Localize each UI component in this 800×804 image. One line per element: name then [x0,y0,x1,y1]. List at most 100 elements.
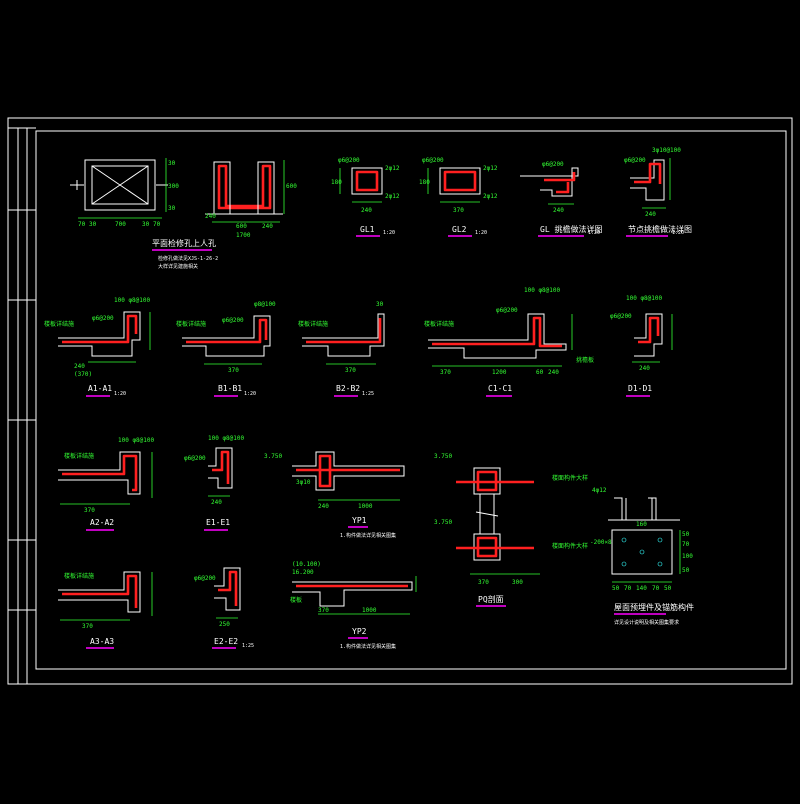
pit-dim-r1: 30 [168,160,176,167]
gl1-dim-side: 180 [331,179,342,186]
gl1-scale: 1:20 [383,230,395,236]
eave-top-detail: 240 φ6@200 3φ10@100 节点挑檐做法详图 1:20 [624,147,692,237]
kerb-dim-3: 240 [262,223,273,230]
yp1-dim-2: 1000 [358,503,373,510]
pit-dim-4: 30 [142,221,150,228]
section-e2-detail: 250 φ6@200 E2-E2 1:25 [194,567,254,649]
yp1-note: 1.构件做法详见相关图集 [340,532,396,539]
gl2-note-1: 2φ12 [483,165,498,172]
c1-note-2: φ6@200 [496,307,518,314]
gl1-note-2: 2φ12 [385,193,400,200]
gl2-label: GL2 [452,225,467,234]
pq-dim-2: 300 [512,579,523,586]
gl2-note-2: 2φ12 [483,193,498,200]
d1-dim: 240 [639,365,650,372]
yp1-dim-1: 240 [318,503,329,510]
c1-dim-4: 240 [548,369,559,376]
eave-top-label: 节点挑檐做法详图 [628,224,692,234]
a1-dim-2: (370) [74,371,92,378]
kerb-section-detail: 600 240 600 240 1700 [205,160,297,239]
yp1-label: YP1 [352,516,367,525]
pq-note-4: 3.750 [434,519,452,526]
gl-ledge-dim: 240 [553,207,564,214]
yp2-note-2: 16.200 [292,569,314,576]
pit-dim-r2: 300 [168,183,179,190]
yp2-dim-1: 370 [318,607,329,614]
embed-dim-b3: 140 [636,585,647,592]
a1-dim-1: 240 [74,363,85,370]
pit-note-2: 大样详见建施相关 [158,263,198,270]
c1-label: C1-C1 [488,384,512,393]
pit-title: 平面检修孔上人孔 [152,238,216,248]
section-b2-detail: 370 30 楼板详结施 B2-B2 1:25 [298,301,385,397]
b2-label: B2-B2 [336,384,360,393]
embed-dim-r3: 100 [682,553,693,560]
a1-note-3: 楼板详结施 [44,320,74,328]
gl2-scale: 1:20 [475,230,487,236]
a2-dim: 370 [84,507,95,514]
a3-note: 楼板详结施 [64,572,94,580]
gl2-note-3: φ6@200 [422,157,444,164]
section-b1-detail: 370 φ8@100 φ6@200 楼板详结施 B1-B1 1:20 [176,301,276,397]
gl-ledge-detail: 240 φ6@200 GL 挑檐做法详图 1:20 [520,161,602,237]
gl1-dim: 240 [361,207,372,214]
eave-top-note-1: φ6@200 [624,157,646,164]
yp2-note-1: (10.100) [292,561,321,568]
embed-dim-b4: 70 [652,585,660,592]
embed-dim-b1: 50 [612,585,620,592]
b1-label: B1-B1 [218,384,242,393]
kerb-dim-1: 240 [205,213,216,220]
b1-scale: 1:20 [244,391,256,397]
pq-note-2: 楼面构件大样 [552,542,588,550]
e2-scale: 1:25 [242,643,254,649]
gl2-beam-detail: 180 370 2φ12 2φ12 φ6@200 GL2 1:20 [419,157,498,237]
embed-note-1: 4φ12 [592,487,607,494]
pit-note-1: 检修孔做法见XJS-1-26-2 [158,255,218,262]
e1-dim: 240 [211,499,222,506]
b2-scale: 1:25 [362,391,374,397]
kerb-dim-right: 600 [286,183,297,190]
section-d1-detail: 240 100 φ8@100 φ6@200 D1-D1 [610,295,673,397]
section-a2-detail: 370 100 φ8@100 楼板详结施 A2-A2 [58,437,155,531]
gl-ledge-label: GL 挑檐做法详图 [540,224,602,234]
yp2-dim-2: 1000 [362,607,377,614]
a3-dim: 370 [82,623,93,630]
yp1-note-1: 3.750 [264,453,282,460]
b1-note-1: φ8@100 [254,301,276,308]
section-c1-detail: 370 1200 60 240 100 φ8@100 φ6@200 楼板详结施 … [424,287,594,397]
c1-dim-1: 370 [440,369,451,376]
embed-dim-b2: 70 [624,585,632,592]
c1-note-1: 100 φ8@100 [524,287,561,294]
a1-label: A1-A1 [88,384,112,393]
section-a3-detail: 370 楼板详结施 A3-A3 [58,571,153,649]
yp2-label: YP2 [352,627,367,636]
c1-note-3: 楼板详结施 [424,320,454,328]
b1-note-3: 楼板详结施 [176,320,206,328]
embed-dim-r4: 50 [682,567,690,574]
e2-note: φ6@200 [194,575,216,582]
pit-dim-2: 30 [89,221,97,228]
yp2-detail: 370 1000 (10.100) 16.200 楼板 YP2 1.构件做法详见… [290,561,417,650]
yp1-note-2: 3φ10 [296,479,311,486]
gl-ledge-note: φ6@200 [542,161,564,168]
b2-note-1: 30 [376,301,384,308]
gl1-beam-detail: 180 240 2φ12 2φ12 φ6@200 GL1 1:20 [331,157,400,237]
gl1-label: GL1 [360,225,375,234]
gl1-note-3: φ6@200 [338,157,360,164]
gl1-note-1: 2φ12 [385,165,400,172]
b1-note-2: φ6@200 [222,317,244,324]
a3-label: A3-A3 [90,637,114,646]
c1-note-4: 挑檐板 [576,356,594,364]
embed-plate-detail: 50 70 140 70 50 50 70 100 50 4φ12 -200×8… [590,487,694,626]
sheet-frame [7,117,793,685]
yp2-note: 1.构件做法详见相关图集 [340,643,396,650]
embed-dim-b5: 50 [664,585,672,592]
b2-note-2: 楼板详结施 [298,320,328,328]
pit-dim-3: 700 [115,221,126,228]
a1-scale: 1:20 [114,391,126,397]
embed-note-2: -200×8 [590,539,612,546]
pit-dim-r3: 30 [168,205,176,212]
section-a1-detail: 240 (370) 100 φ8@100 φ6@200 楼板详结施 A1-A1 … [44,297,151,397]
embed-subtitle: 详见设计说明及相关图集要求 [614,619,679,626]
